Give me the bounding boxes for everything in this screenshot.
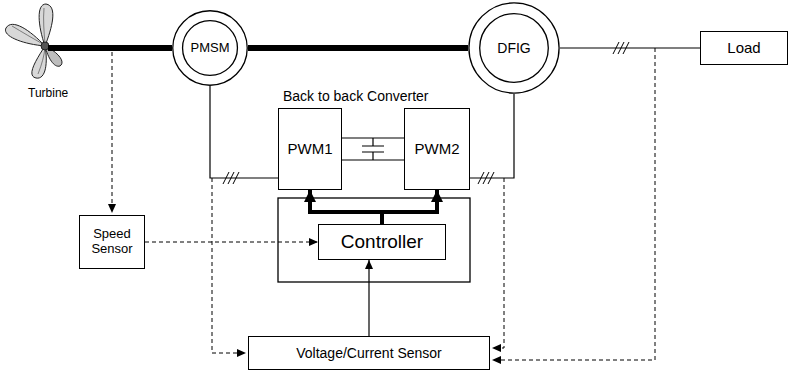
node-text: Speed Sensor bbox=[80, 227, 144, 257]
shaft bbox=[48, 45, 172, 51]
connector bbox=[368, 260, 369, 336]
controller-box: Controller bbox=[318, 224, 446, 260]
sensor-box: Voltage/Current Sensor bbox=[248, 336, 490, 370]
converter-box: PWM1 bbox=[278, 108, 342, 190]
sensor-box: Speed Sensor bbox=[79, 215, 145, 269]
power-link bbox=[248, 45, 468, 51]
node-text: PWM2 bbox=[415, 140, 460, 157]
converter-box: PWM2 bbox=[404, 108, 470, 190]
power-link bbox=[310, 190, 382, 224]
group-label: Back to back Converter bbox=[283, 88, 429, 104]
turbine-illustration bbox=[5, 4, 62, 78]
node-text: Controller bbox=[341, 231, 423, 253]
connector bbox=[342, 138, 404, 160]
node-text: Voltage/Current Sensor bbox=[296, 345, 442, 361]
dfig-machine: DFIG bbox=[468, 2, 560, 94]
connector bbox=[560, 47, 700, 48]
power-link bbox=[382, 190, 437, 224]
node-text: DFIG bbox=[497, 40, 530, 56]
sensor-leads bbox=[112, 48, 655, 360]
node-text: Load bbox=[727, 39, 760, 56]
connector bbox=[470, 94, 514, 178]
node-text: PWM1 bbox=[288, 140, 333, 157]
load-box: Load bbox=[700, 31, 788, 65]
node-text: PMSM bbox=[191, 41, 230, 56]
connector bbox=[210, 86, 278, 178]
part-label: Turbine bbox=[28, 86, 68, 100]
connector bbox=[145, 242, 318, 243]
pmsm-machine: PMSM bbox=[172, 10, 248, 86]
